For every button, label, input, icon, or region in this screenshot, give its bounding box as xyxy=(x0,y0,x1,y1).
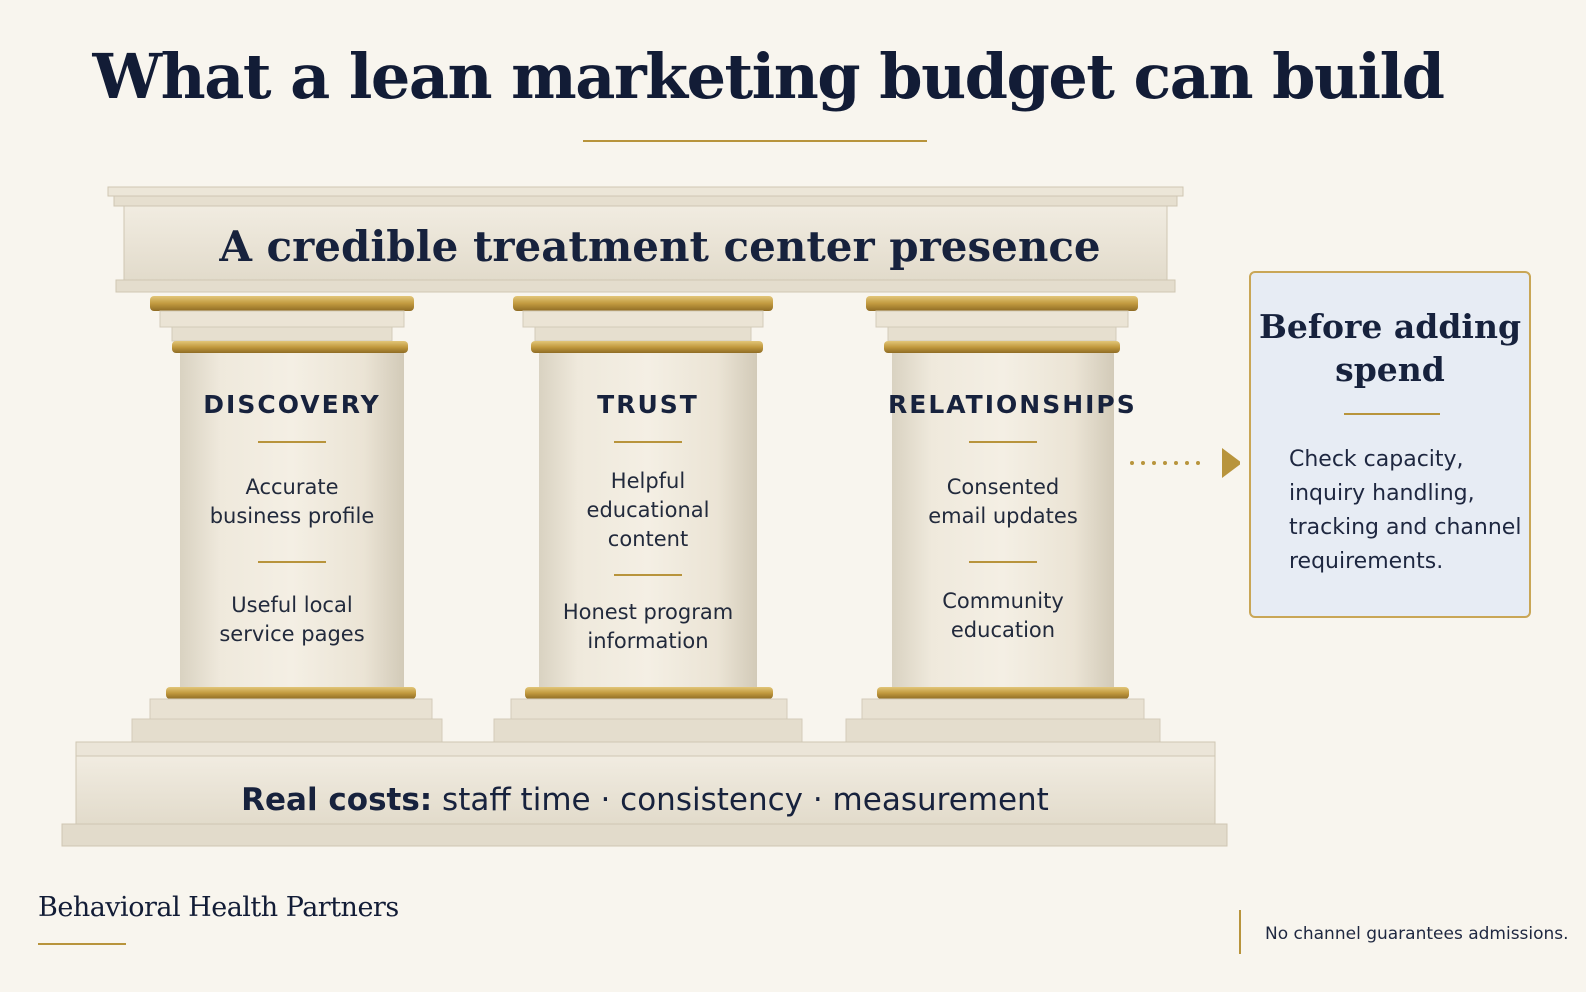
column-relationships xyxy=(845,296,1161,743)
pillar-divider xyxy=(614,441,682,443)
pillar-item-line: service pages xyxy=(219,622,365,646)
disclaimer-divider xyxy=(1239,910,1241,954)
pillar-item-line: educational xyxy=(586,498,710,522)
pillar-heading: DISCOVERY xyxy=(203,390,381,419)
pillar-item-line: education xyxy=(950,618,1056,642)
entablature xyxy=(107,186,1184,293)
dotted-arrow-icon xyxy=(1130,448,1240,478)
pillar-item-line: email updates xyxy=(928,504,1078,528)
pillar-relationships: RELATIONSHIPS Consented email updates Co… xyxy=(888,390,1137,645)
pillar-item-line: content xyxy=(607,527,689,551)
entablature-label: A credible treatment center presence xyxy=(219,222,1101,271)
pillar-item-line: Honest program xyxy=(562,600,734,624)
page-title: What a lean marketing budget can build xyxy=(92,40,1445,113)
callout-box: Before adding spend Check capacity, inqu… xyxy=(1249,271,1531,618)
pillar-item-line: Community xyxy=(942,589,1064,613)
pillar-divider xyxy=(258,441,326,443)
pillar-item-line: information xyxy=(587,629,709,653)
pillar-item-line: Useful local xyxy=(231,593,353,617)
brand-divider xyxy=(38,943,126,945)
callout-divider xyxy=(1344,413,1440,415)
callout-title-line: Before adding xyxy=(1258,307,1522,346)
pillar-heading: TRUST xyxy=(597,390,699,419)
pillar-divider xyxy=(969,561,1037,563)
brand-name: Behavioral Health Partners xyxy=(38,892,399,923)
base-label: Real costs: staff time · consistency · m… xyxy=(70,782,1220,818)
callout-title-line: spend xyxy=(1335,350,1445,389)
pillar-divider xyxy=(614,574,682,576)
callout-body-line: tracking and channel xyxy=(1289,515,1522,540)
column-discovery xyxy=(131,296,443,743)
pillar-divider xyxy=(969,441,1037,443)
callout-body-line: inquiry handling, xyxy=(1289,481,1475,506)
title-divider xyxy=(583,140,927,142)
pillar-item-line: business profile xyxy=(209,504,375,528)
pillar-item-line: Consented xyxy=(946,475,1060,499)
callout-title: Before adding spend xyxy=(1251,305,1529,391)
pillar-item-line: Accurate xyxy=(245,475,339,499)
callout-body-line: requirements. xyxy=(1289,549,1444,574)
temple-base xyxy=(61,741,1228,847)
base-label-prefix: Real costs: xyxy=(241,782,433,818)
pillar-divider xyxy=(258,561,326,563)
pillar-item-line: Helpful xyxy=(610,469,686,493)
pillar-heading: RELATIONSHIPS xyxy=(888,390,1137,419)
pillar-discovery: DISCOVERY Accurate business profile Usef… xyxy=(177,390,407,649)
base-label-text: staff time · consistency · measurement xyxy=(442,782,1049,818)
callout-body-line: Check capacity, xyxy=(1289,447,1464,472)
pillar-trust: TRUST Helpful educational content Honest… xyxy=(533,390,763,656)
column-trust xyxy=(493,296,803,743)
disclaimer-text: No channel guarantees admissions. xyxy=(1265,924,1569,944)
callout-body: Check capacity, inquiry handling, tracki… xyxy=(1289,443,1529,579)
